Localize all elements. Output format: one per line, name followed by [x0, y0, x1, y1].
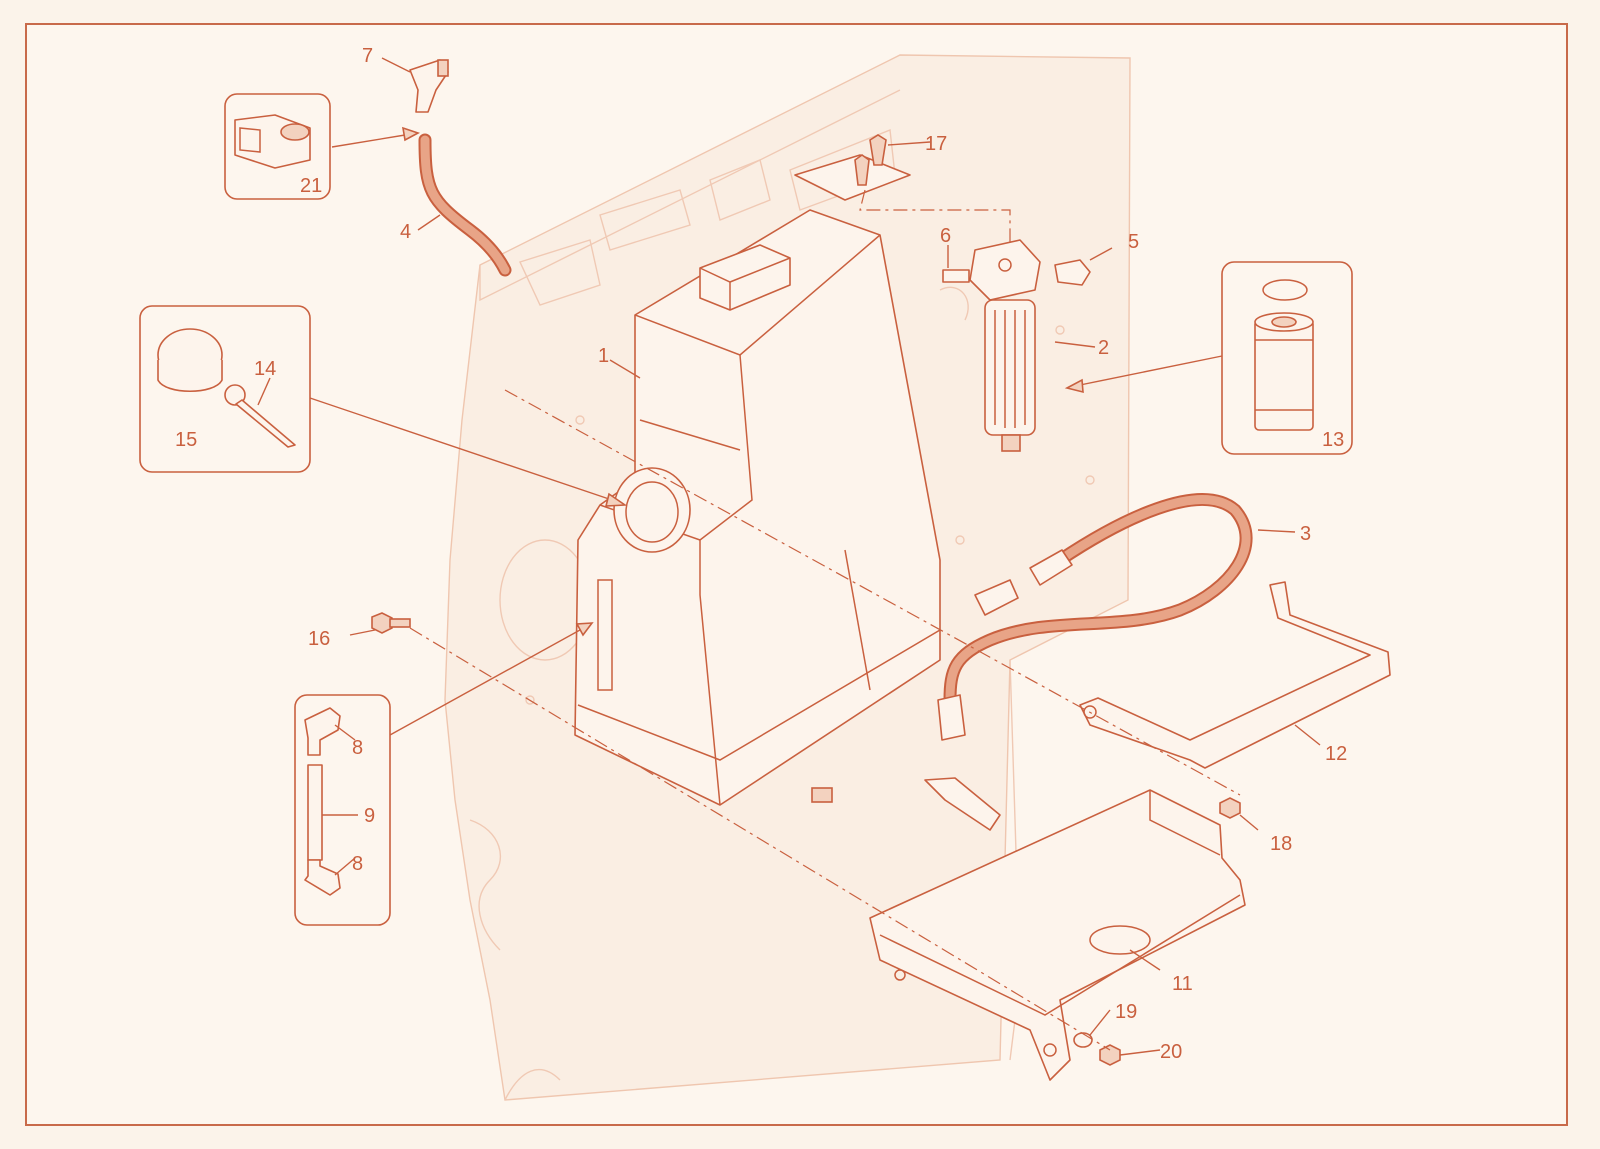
callout-2: 2 [1098, 337, 1109, 359]
fasteners [371, 612, 1241, 1066]
washer-19 [1073, 1032, 1093, 1048]
nut-20 [1099, 1044, 1121, 1066]
callout-1: 1 [598, 345, 609, 367]
fuel-filter [942, 239, 1091, 452]
assembly-lines [409, 389, 1241, 1051]
hose-4 [409, 59, 512, 277]
callout-17: 17 [925, 133, 947, 155]
mounting-plate [794, 134, 1011, 245]
callout-11: 11 [1172, 973, 1193, 995]
inset-13 [1221, 261, 1353, 455]
callout-15: 15 [175, 429, 197, 451]
callout-5: 5 [1128, 231, 1139, 253]
callout-20: 20 [1160, 1041, 1182, 1063]
tray-11 [869, 789, 1246, 1081]
callout-6: 6 [940, 225, 951, 247]
callout-16: 16 [308, 628, 330, 650]
bolt-16 [371, 612, 393, 634]
callout-9: 9 [364, 805, 375, 827]
callout-8-upper: 8 [352, 737, 363, 759]
bolt-18 [1219, 797, 1241, 819]
callout-3: 3 [1300, 523, 1311, 545]
hose-3 [924, 493, 1253, 831]
callout-12: 12 [1325, 743, 1347, 765]
callout-labels: 1 2 3 4 5 6 7 8 8 9 11 12 13 14 15 16 17… [175, 45, 1347, 1063]
inset-21 [224, 93, 331, 200]
fuel-tank [574, 209, 941, 806]
inset-8-9 [294, 694, 391, 926]
callout-8-lower: 8 [352, 853, 363, 875]
inset-14-15 [139, 305, 311, 473]
callout-14: 14 [254, 358, 276, 380]
callout-7: 7 [362, 45, 373, 67]
callout-21: 21 [300, 175, 322, 197]
callout-19: 19 [1115, 1001, 1137, 1023]
callout-13: 13 [1322, 429, 1344, 451]
callout-18: 18 [1270, 833, 1292, 855]
callout-4: 4 [400, 221, 411, 243]
bracket-12 [1079, 581, 1391, 769]
leader-lines [257, 57, 1321, 1056]
